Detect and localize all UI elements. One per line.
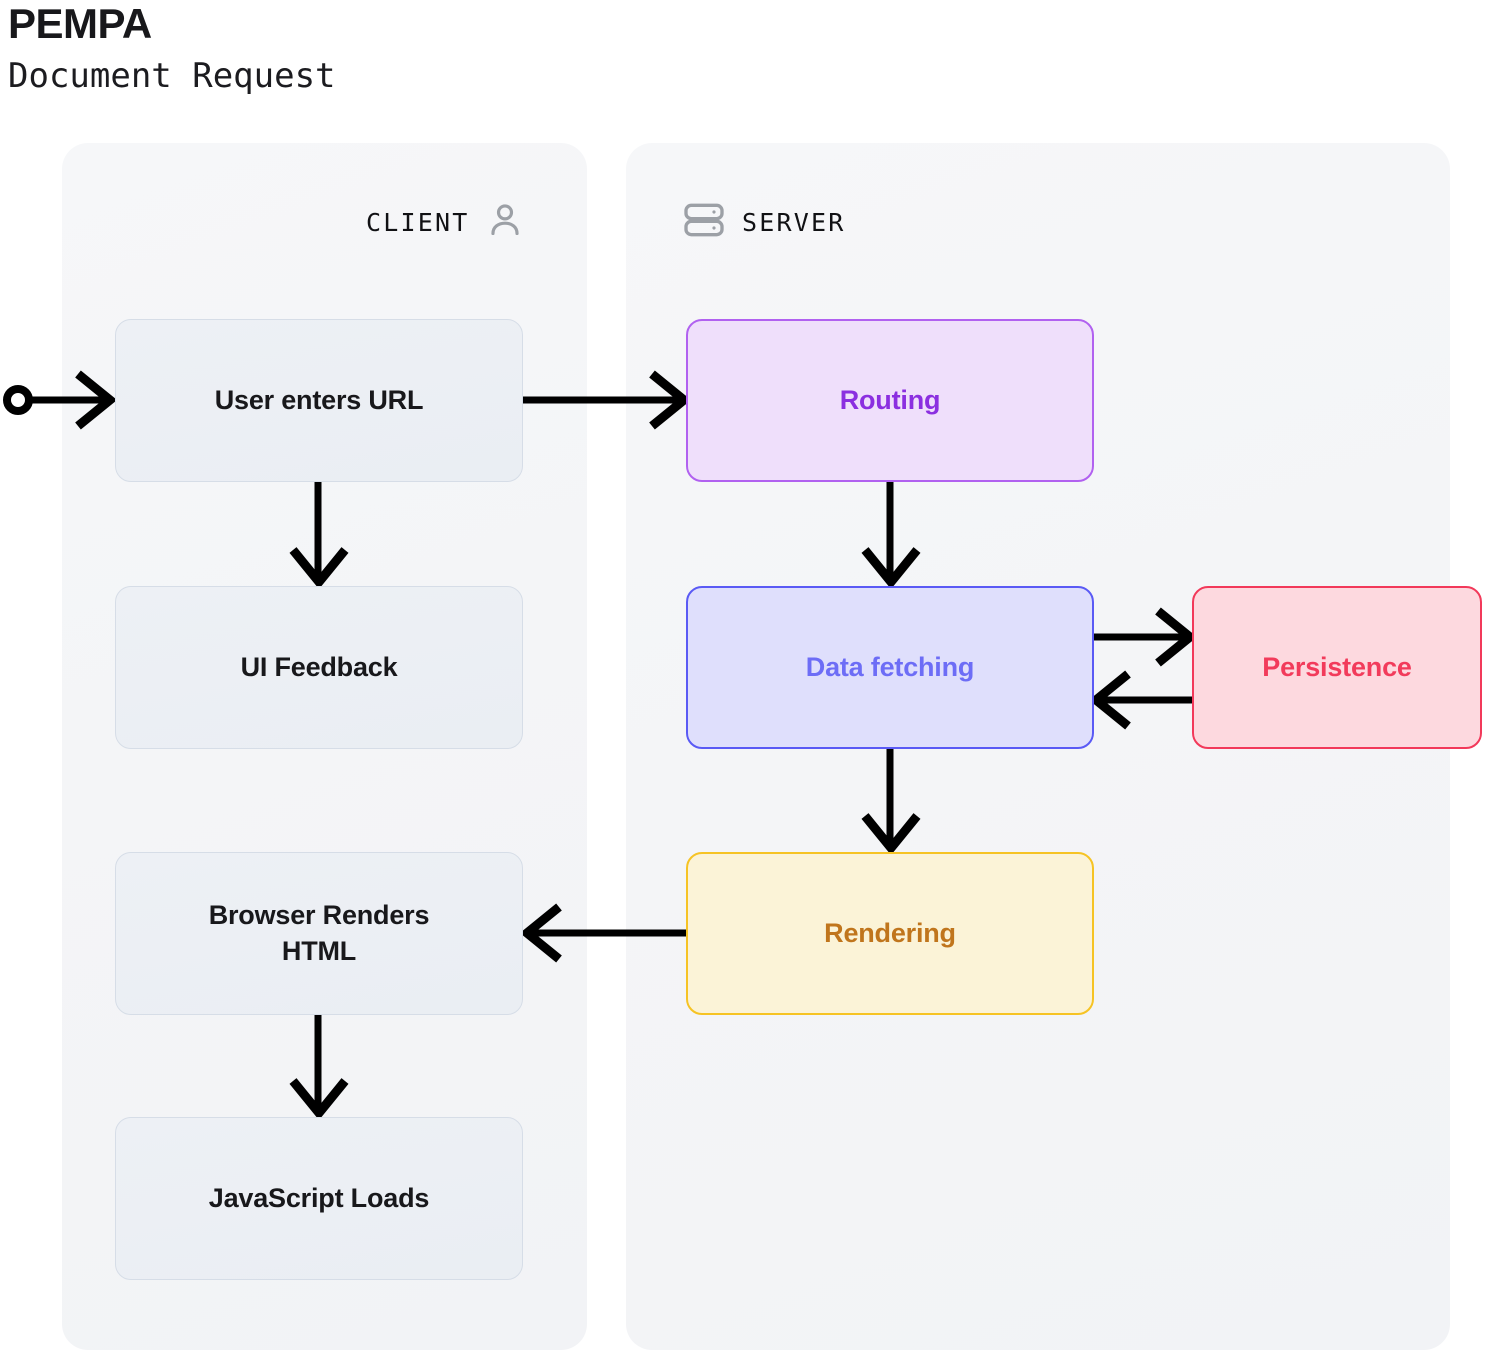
lane-label-server: SERVER: [742, 207, 846, 237]
node-persistence[interactable]: Persistence: [1192, 586, 1482, 749]
node-label: JavaScript Loads: [208, 1182, 430, 1213]
lane-label-client: CLIENT: [366, 207, 470, 237]
node-label: User enters URL: [214, 384, 424, 415]
node-routing[interactable]: Routing: [686, 319, 1094, 482]
diagram-header: PEMPA Document Request: [8, 0, 908, 98]
node-label-line1: Browser Renders: [208, 900, 430, 931]
start-node: [3, 385, 33, 415]
node-browser-renders-html[interactable]: Browser Renders HTML: [115, 852, 523, 1015]
page-subtitle: Document Request: [8, 56, 336, 97]
lane-header-client: CLIENT: [366, 198, 524, 246]
server-icon: [682, 200, 726, 245]
node-data-fetching[interactable]: Data fetching: [686, 586, 1094, 749]
node-label: Rendering: [824, 917, 956, 948]
node-label: Data fetching: [805, 651, 975, 682]
node-label: Browser Renders HTML: [209, 898, 430, 968]
node-javascript-loads[interactable]: JavaScript Loads: [115, 1117, 523, 1280]
node-label: Persistence: [1262, 651, 1412, 682]
node-user-enters-url[interactable]: User enters URL: [115, 319, 523, 482]
node-rendering[interactable]: Rendering: [686, 852, 1094, 1015]
node-label: UI Feedback: [240, 651, 398, 682]
node-label-line2: HTML: [281, 935, 357, 966]
node-label: Routing: [839, 384, 941, 415]
page-title: PEMPA: [8, 0, 152, 47]
lane-header-server: SERVER: [682, 198, 846, 246]
user-icon: [486, 200, 524, 245]
node-ui-feedback[interactable]: UI Feedback: [115, 586, 523, 749]
